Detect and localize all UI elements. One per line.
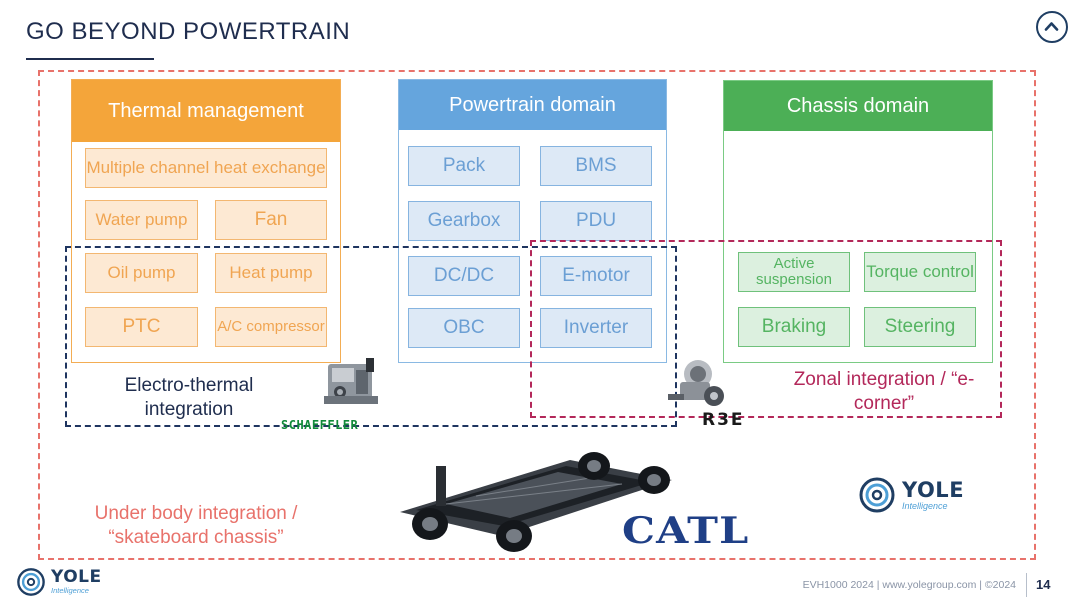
- e-corner-module-image: [668, 360, 724, 406]
- skateboard-chassis-image: [400, 452, 672, 552]
- powertrain-item-inverter: Inverter: [540, 308, 652, 348]
- thermal-item-ptc: PTC: [85, 307, 198, 347]
- zonal-integration-label: Zonal integration / “e-corner”: [793, 369, 975, 414]
- thermal-item-fan: Fan: [215, 200, 327, 240]
- electro-thermal-integration-frame: [65, 246, 677, 427]
- chassis-panel-title: Chassis domain: [724, 81, 992, 131]
- powertrain-item-bms: BMS: [540, 146, 652, 186]
- chassis-item-active-suspension: Active suspension: [738, 252, 850, 292]
- chassis-item-torque-control: Torque control: [864, 252, 976, 292]
- yole-logo-content: YOLE Intelligence: [858, 476, 964, 514]
- electro-thermal-module-image: [324, 358, 378, 404]
- thermal-item-heat-exchange: Multiple channel heat exchange: [85, 148, 327, 188]
- chassis-domain-panel: Chassis domain: [723, 80, 993, 363]
- page-title: GO BEYOND POWERTRAIN: [26, 18, 351, 45]
- page-number: 14: [1036, 577, 1051, 592]
- footer-separator: [1026, 573, 1027, 597]
- yole-logo-name: YOLE: [902, 477, 965, 502]
- thermal-panel-title: Thermal management: [72, 80, 340, 142]
- powertrain-item-gearbox: Gearbox: [408, 201, 520, 241]
- powertrain-panel-title: Powertrain domain: [399, 80, 666, 130]
- yole-spiral-icon: [859, 477, 895, 513]
- yole-logo-subtitle: Intelligence: [902, 500, 948, 511]
- powertrain-item-pdu: PDU: [540, 201, 652, 241]
- powertrain-item-dcdc: DC/DC: [408, 256, 520, 296]
- powertrain-domain-panel: Powertrain domain: [398, 79, 667, 363]
- zonal-integration-frame: [530, 240, 1002, 418]
- thermal-item-oil-pump: Oil pump: [85, 253, 198, 293]
- catl-logo: CATL: [622, 510, 750, 552]
- powertrain-item-emotor: E-motor: [540, 256, 652, 296]
- underbody-integration-label: Under body integration / “skateboard cha…: [94, 503, 298, 548]
- scroll-up-button[interactable]: [1036, 11, 1068, 43]
- thermal-item-ac-compressor: A/C compressor: [215, 307, 327, 347]
- schaeffler-logo: SCHAEFFLER: [281, 418, 359, 432]
- powertrain-item-obc: OBC: [408, 308, 520, 348]
- yole-footer-name: YOLE: [51, 567, 102, 587]
- underbody-integration-frame: [38, 70, 1036, 560]
- chevron-up-icon: [1044, 22, 1059, 31]
- electro-thermal-label: Electro-thermal integration: [124, 375, 254, 420]
- r3e-logo: R3E: [702, 410, 745, 430]
- yole-footer-subtitle: Intelligence: [51, 586, 89, 595]
- chassis-item-steering: Steering: [864, 307, 976, 347]
- powertrain-item-pack: Pack: [408, 146, 520, 186]
- thermal-item-water-pump: Water pump: [85, 200, 198, 240]
- title-underline: [26, 58, 154, 60]
- chassis-item-braking: Braking: [738, 307, 850, 347]
- thermal-item-heat-pump: Heat pump: [215, 253, 327, 293]
- footer-text: EVH1000 2024 | www.yolegroup.com | ©2024: [802, 579, 1016, 591]
- thermal-management-panel: Thermal management: [71, 79, 341, 363]
- yole-logo-footer: YOLE Intelligence: [16, 567, 102, 597]
- yole-spiral-icon: [17, 568, 45, 596]
